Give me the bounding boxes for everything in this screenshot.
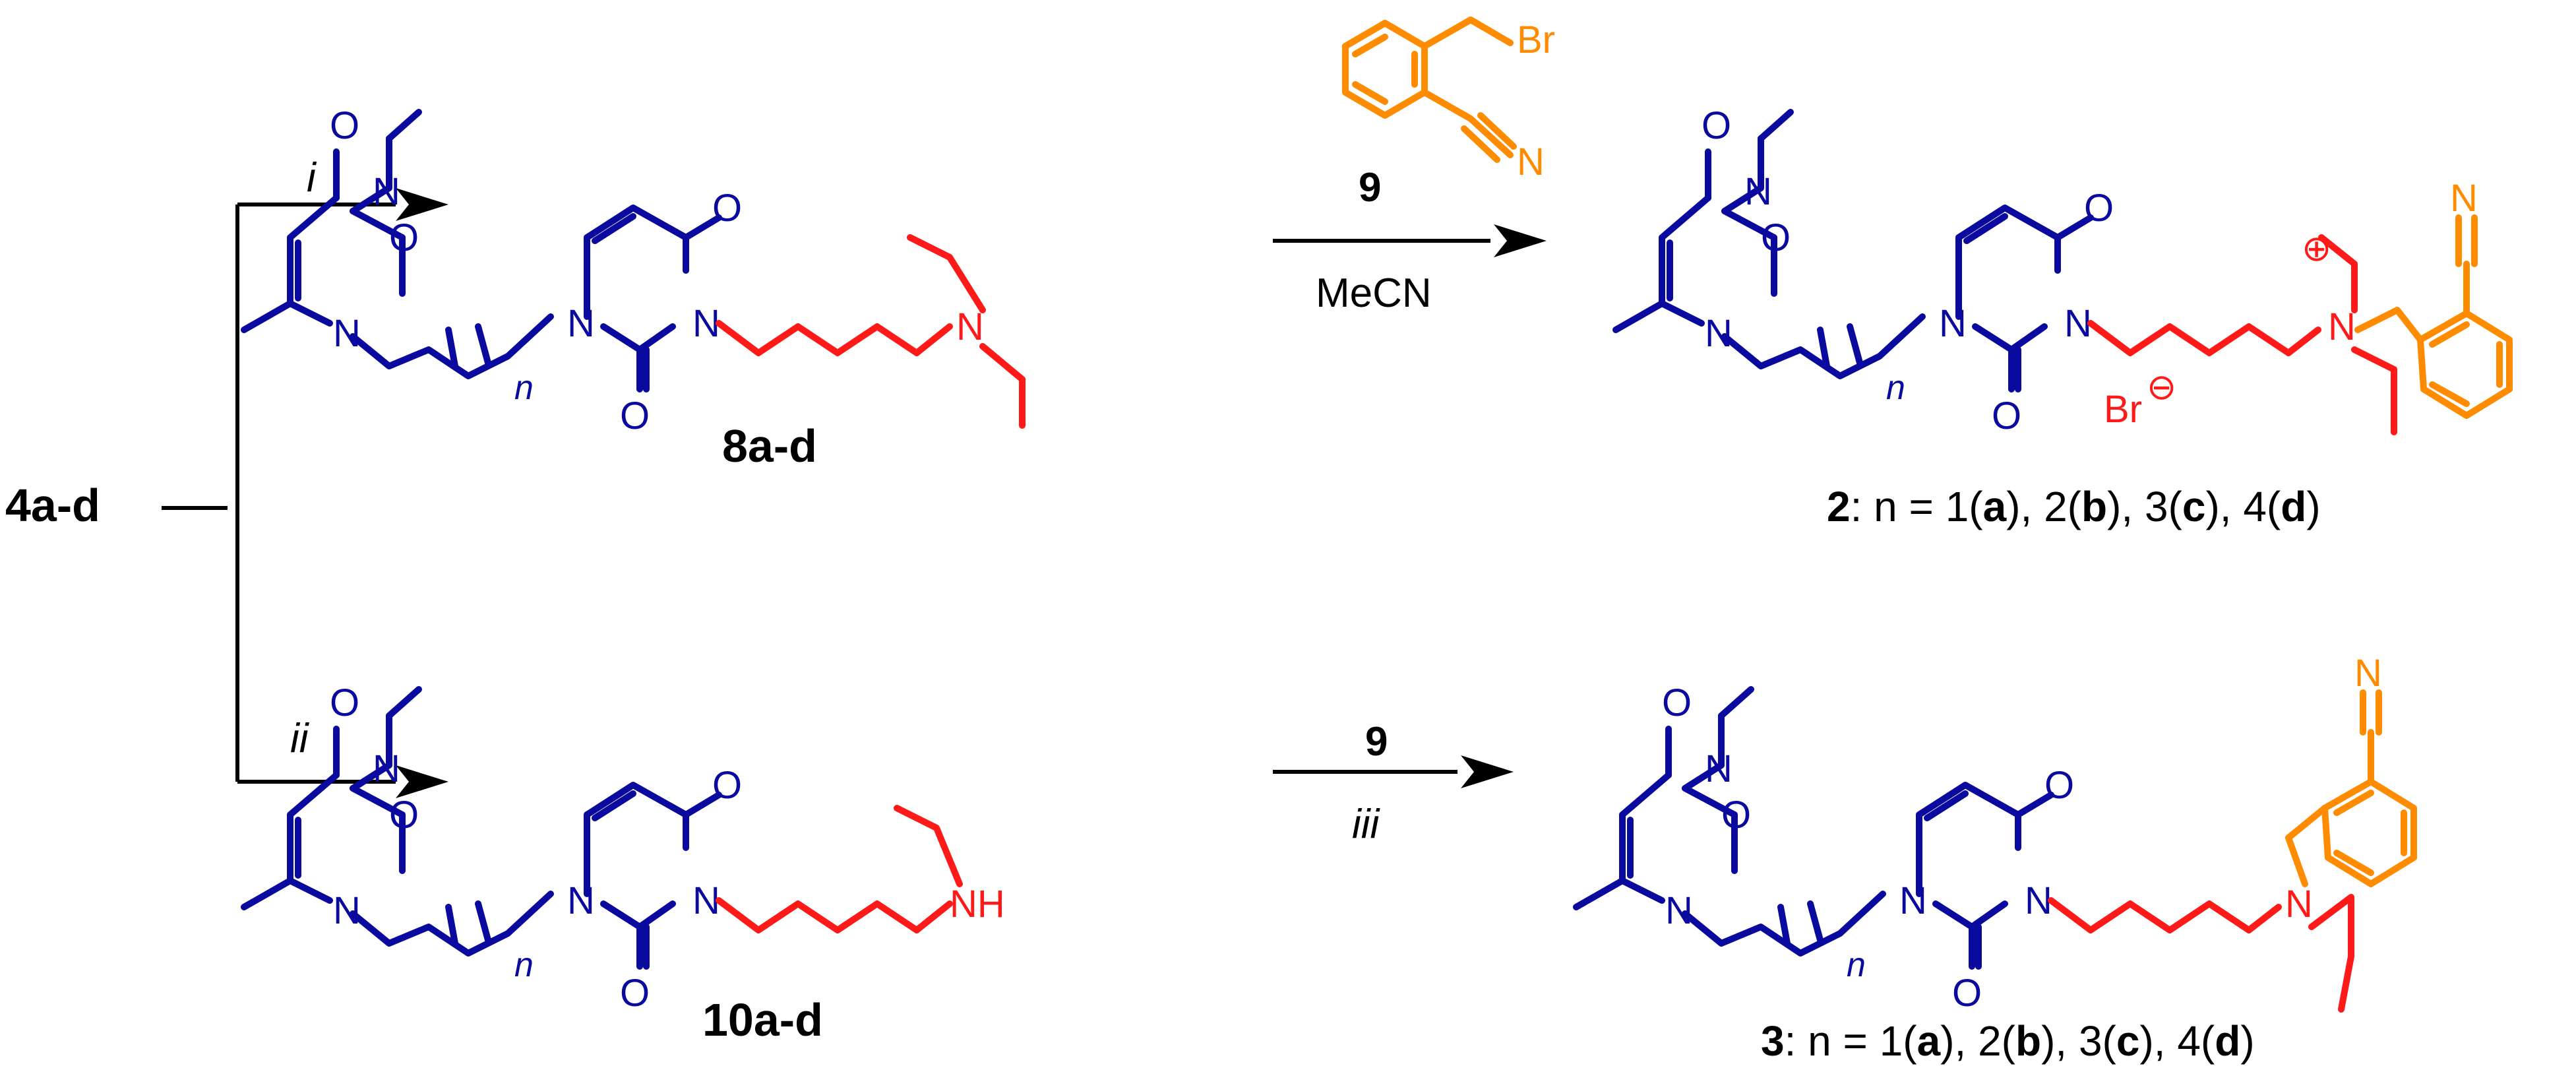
arrow-9-head — [1494, 224, 1547, 257]
bromine-atom: Br — [1517, 18, 1555, 61]
compound-10-structure: NH — [244, 681, 1005, 1015]
compound-10-label: 10a-d — [702, 994, 823, 1046]
amine-nitrogen: N — [956, 305, 984, 348]
bromide-counterion: Br — [2104, 388, 2142, 431]
arrow-i-head — [396, 188, 448, 221]
arrow-ii-head — [396, 765, 448, 798]
negative-charge: ⊖ — [2147, 367, 2176, 407]
condition-ii: ii — [290, 716, 310, 761]
compound-2-structure: N ⊕ N — [1616, 104, 2513, 437]
tertiary-amine-nitrogen: N — [2285, 883, 2313, 926]
positive-charge: ⊕ — [2302, 229, 2331, 268]
nitrile-nitrogen: N — [2354, 652, 2382, 695]
solvent-label: MeCN — [1316, 270, 1432, 316]
branch-line — [162, 205, 239, 782]
secondary-amine: NH — [950, 883, 1005, 926]
condition-iii: iii — [1352, 802, 1381, 847]
condition-i: i — [307, 155, 317, 201]
compound-8-label: 8a-d — [722, 420, 817, 472]
nitrile-nitrogen: N — [2450, 177, 2478, 220]
compound-8-structure: N — [244, 104, 1026, 437]
arrow-iii-head — [1461, 755, 1514, 788]
ammonium-nitrogen: N — [2328, 305, 2356, 348]
nitrile-nitrogen: N — [1517, 141, 1545, 183]
compound-3-structure: N N — [1576, 652, 2417, 1015]
reagent-number: 9 — [1359, 165, 1381, 210]
reagent-number-lower: 9 — [1365, 719, 1388, 765]
reagent-9-structure: Br N — [1342, 16, 1555, 183]
starting-material-label: 4a-d — [5, 480, 100, 531]
compound-3-caption: 3: n = 1(a), 2(b), 3(c), 4(d) — [1761, 1017, 2255, 1065]
compound-2-caption: 2: n = 1(a), 2(b), 3(c), 4(d) — [1827, 483, 2321, 530]
